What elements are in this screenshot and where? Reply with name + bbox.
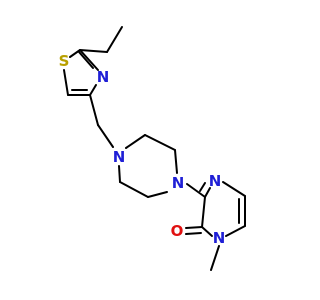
n-methyl-bond [210,245,220,271]
pyrazinone-c3-n4-bond [204,187,211,198]
carbonyl-oxygen-label: O [171,222,184,240]
methylene-bond-1 [89,94,99,126]
piperazine-bond-5 [119,181,149,198]
piperazine-n4-label: N [172,174,185,192]
ethyl-ch3-bond [106,26,123,53]
piperazine-bond-1 [125,134,146,149]
molecule-structure-diagram: S N N N N N O [59,26,246,271]
pyrazinone-c3-n4-inner-bond [199,182,206,192]
thiazole-n-c2-inner-bond [78,51,94,69]
ethyl-ch2-bond [79,49,108,53]
piperazine-pyrazinone-bond [186,183,206,198]
methylene-bond-2 [97,124,114,148]
piperazine-bond-3 [174,149,178,174]
piperazine-bond-6 [118,165,121,183]
thiazole-c4-n-bond [89,84,97,96]
carbonyl-double-bond [185,232,202,235]
thiazole-s-c5-bond [63,69,69,96]
piperazine-n1-label: N [113,148,126,166]
thiazole-n-c2-bond [79,49,99,71]
sulfur-atom-label: S [59,52,70,70]
pyrazine-nitrogen-label: N [209,172,222,190]
thiazole-c2-s-bond [69,49,81,58]
carbonyl-bond [185,226,203,229]
thiazole-nitrogen-label: N [97,68,110,86]
pyrazinone-c2-c3-bond [201,196,206,228]
pyrazinone-nitrogen-label: N [213,229,226,247]
pyrazinone-n1-c2-bond [201,226,213,237]
pyrazinone-c6-n1-bond [225,225,246,237]
piperazine-bond-4 [147,191,168,198]
piperazine-bond-2 [144,134,176,151]
pyrazinone-n4-c5-bond [222,181,246,197]
